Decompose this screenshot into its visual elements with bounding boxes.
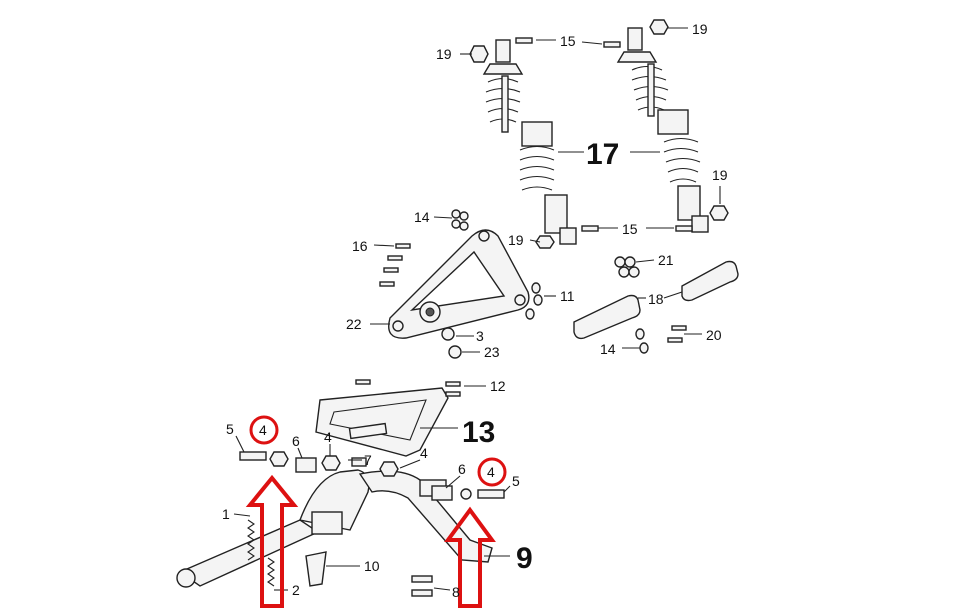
label-4: 4 bbox=[487, 464, 495, 480]
label-10: 10 bbox=[364, 558, 380, 574]
label-9: 9 bbox=[516, 542, 533, 575]
part-labels: 19 15 19 17 19 19 15 14 16 11 22 3 23 21… bbox=[222, 21, 728, 600]
label-19: 19 bbox=[508, 232, 524, 248]
label-23: 23 bbox=[484, 344, 500, 360]
highlight-circle-left bbox=[249, 415, 279, 445]
label-4: 4 bbox=[420, 445, 428, 461]
shock-hardware bbox=[469, 19, 729, 249]
highlight-arrow-right bbox=[444, 506, 496, 608]
label-19: 19 bbox=[436, 46, 452, 62]
label-5: 5 bbox=[512, 473, 520, 489]
label-1: 1 bbox=[222, 506, 230, 522]
label-7: 7 bbox=[364, 452, 372, 468]
shock-absorber-right bbox=[616, 27, 709, 233]
label-16: 16 bbox=[352, 238, 368, 254]
bracket-hardware bbox=[379, 209, 543, 359]
label-4: 4 bbox=[324, 429, 332, 445]
center-frame bbox=[315, 379, 461, 457]
label-8: 8 bbox=[452, 584, 460, 600]
label-18: 18 bbox=[648, 291, 664, 307]
leader-lines bbox=[233, 27, 721, 591]
label-13: 13 bbox=[462, 416, 495, 449]
highlight-circle-right bbox=[477, 457, 507, 487]
label-21: 21 bbox=[658, 252, 674, 268]
label-6: 6 bbox=[292, 433, 300, 449]
link-plates bbox=[573, 256, 739, 354]
label-6: 6 bbox=[458, 461, 466, 477]
label-14: 14 bbox=[414, 209, 430, 225]
label-5: 5 bbox=[226, 421, 234, 437]
label-14: 14 bbox=[600, 341, 616, 357]
label-12: 12 bbox=[490, 378, 506, 394]
label-3: 3 bbox=[476, 328, 484, 344]
label-4: 4 bbox=[259, 422, 267, 438]
label-15: 15 bbox=[560, 33, 576, 49]
springs bbox=[247, 519, 275, 587]
highlight-arrow-left bbox=[245, 474, 299, 608]
engine-mount-bracket bbox=[388, 229, 530, 339]
label-17: 17 bbox=[586, 138, 619, 171]
label-22: 22 bbox=[346, 316, 362, 332]
shock-absorber-left bbox=[482, 39, 577, 245]
highlight-markers bbox=[245, 415, 507, 608]
label-2: 2 bbox=[292, 582, 300, 598]
label-15: 15 bbox=[622, 221, 638, 237]
label-20: 20 bbox=[706, 327, 722, 343]
stand-hardware bbox=[239, 451, 505, 501]
label-11: 11 bbox=[560, 288, 575, 304]
label-19: 19 bbox=[692, 21, 708, 37]
label-19: 19 bbox=[712, 167, 728, 183]
